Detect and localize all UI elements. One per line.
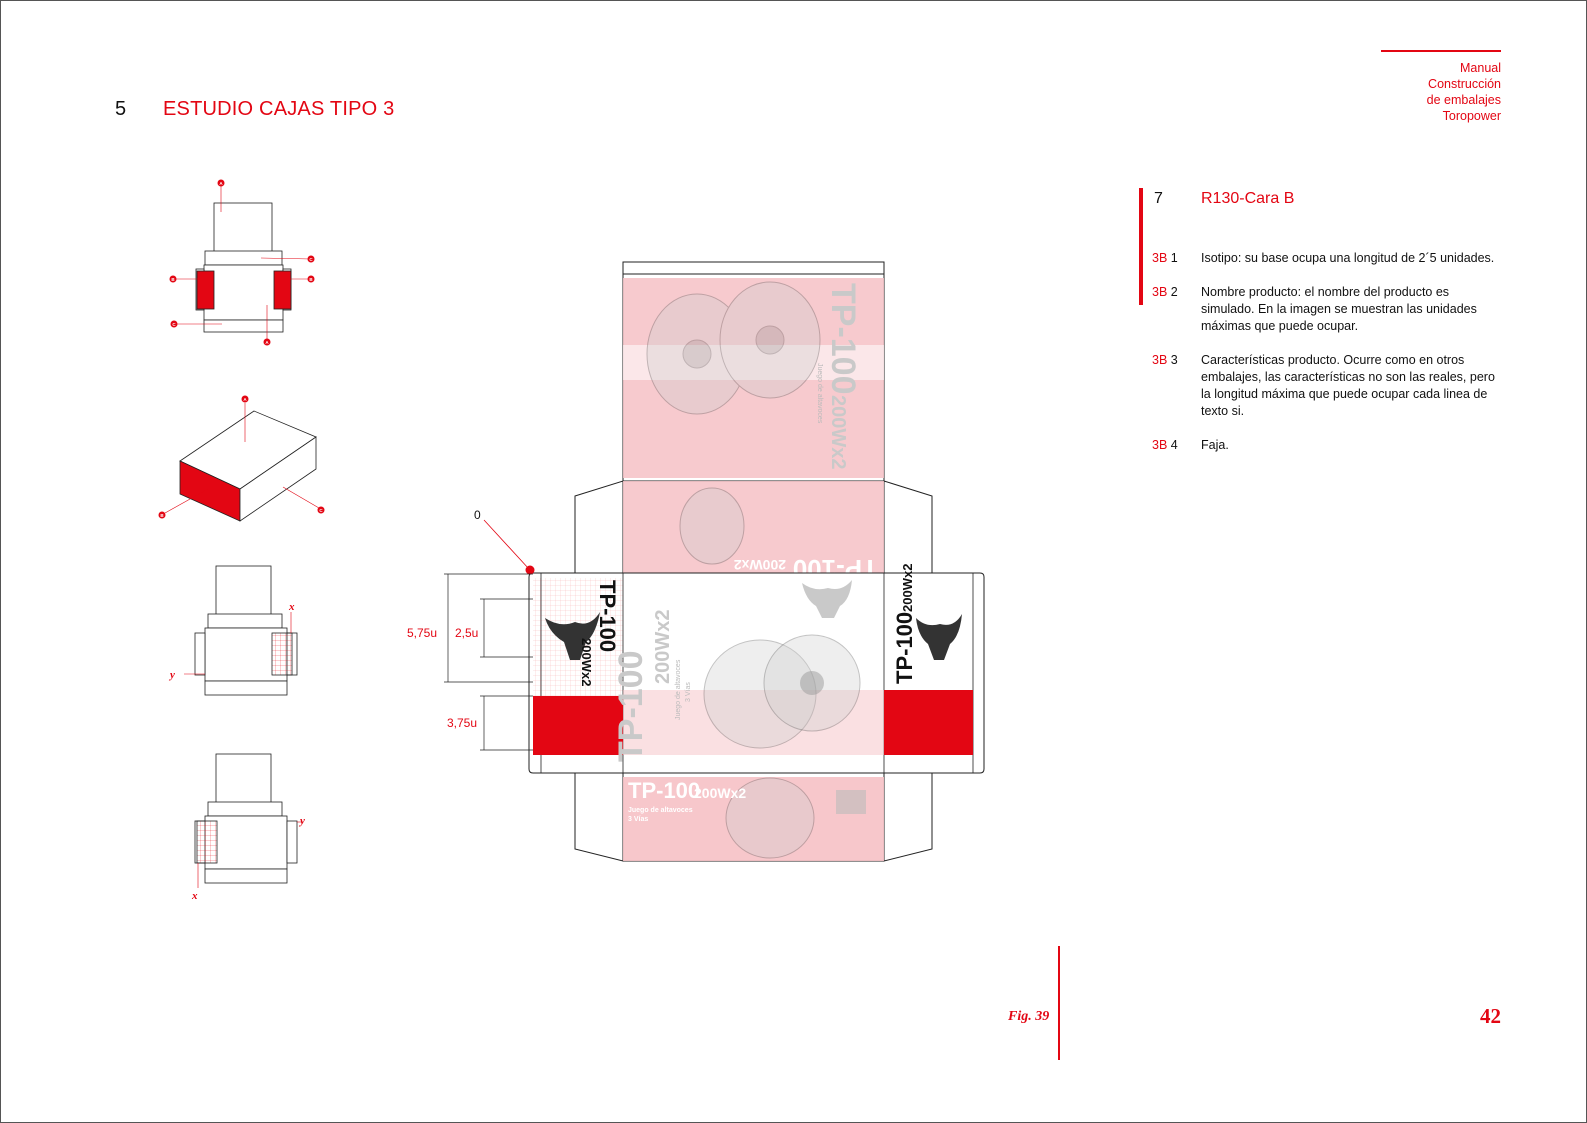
subtitle-bottom: Juego de altavoces	[628, 807, 693, 814]
marker-label: B	[171, 277, 175, 282]
product-name-side: TP-100	[595, 580, 620, 652]
note-item: 3B 3 Características producto. Ocurre co…	[1152, 352, 1502, 420]
note-text: Nombre producto: el nombre del producto …	[1201, 285, 1477, 333]
figure-divider	[1058, 946, 1060, 1060]
note-code: 3B	[1152, 353, 1168, 367]
power-front: 200Wx2	[652, 610, 674, 685]
dimension-band: 3,75u	[447, 716, 477, 730]
subtitle-bottom-2: 3 Vías	[628, 816, 648, 823]
brand-block: Manual Construcción de embalajes Toropow…	[1381, 50, 1501, 124]
marker-label: C	[172, 322, 176, 327]
figure-caption: Fig. 39	[1008, 1009, 1050, 1024]
axis-x-label: x	[191, 890, 198, 902]
power-inverted: 200Wx2	[734, 557, 786, 573]
origin-marker	[525, 565, 535, 575]
origin-label: 0	[474, 508, 481, 522]
main-net: TP-100 200Wx2 Juego de altavoces TP-100 …	[528, 261, 985, 862]
section-number: 5	[115, 98, 127, 120]
power-side: 200Wx2	[579, 638, 594, 686]
axis-y-label: y	[298, 815, 305, 827]
speaker-graphic	[646, 281, 821, 415]
marker-label: C	[309, 257, 313, 262]
brand-line: Manual	[1460, 61, 1501, 75]
thumb-net-xy-left	[194, 753, 298, 884]
subtitle-front: Juego de altavoces	[675, 659, 682, 720]
note-number: 4	[1170, 438, 1178, 452]
thumb-net-markers	[169, 179, 315, 346]
subtitle-ghost: Juego de altavoces	[816, 363, 823, 424]
note-number: 1	[1170, 251, 1178, 265]
note-text: Características producto. Ocurre como en…	[1201, 353, 1495, 418]
dimension-lines	[444, 573, 533, 751]
product-name-right: TP-100	[892, 612, 917, 684]
power-bottom: 200Wx2	[694, 785, 746, 801]
note-code: 3B	[1152, 438, 1168, 452]
power-ghost: 200Wx2	[827, 395, 849, 470]
note-number: 2	[1170, 285, 1178, 299]
page-number: 42	[1480, 1004, 1501, 1028]
accent-bar	[1139, 188, 1143, 305]
thumb-box-callouts	[164, 403, 320, 514]
thumb-box-markers	[158, 395, 325, 519]
brand-line: Construcción	[1428, 77, 1501, 91]
notes-list: 3B 1 Isotipo: su base ocupa una longitud…	[1152, 250, 1502, 471]
item-title: R130-Cara B	[1201, 190, 1295, 207]
marker-label: A	[243, 397, 247, 402]
thumb-box-3d	[179, 410, 317, 522]
section-title: ESTUDIO CAJAS TIPO 3	[163, 98, 395, 120]
band-left	[533, 696, 623, 755]
band-right	[884, 690, 973, 755]
note-number: 3	[1170, 353, 1178, 367]
note-item: 3B 4 Faja.	[1152, 437, 1502, 454]
product-name-ghost: TP-100	[824, 283, 862, 395]
item-number: 7	[1154, 190, 1163, 207]
marker-label: A	[219, 181, 223, 186]
marker-label: C	[319, 508, 323, 513]
bull-logo	[545, 612, 600, 660]
dimension-logo: 2,5u	[455, 626, 478, 640]
thumb-net-xy-right	[194, 565, 298, 696]
marker-label: B	[160, 513, 164, 518]
thumb-net-labeled	[195, 202, 292, 333]
axis-y-label: y	[168, 669, 175, 681]
note-code: 3B	[1152, 285, 1168, 299]
marker-label: A	[265, 340, 269, 345]
power-right: 200Wx2	[900, 564, 915, 612]
subtitle-front-2: 3 Vías	[685, 682, 692, 702]
product-name-bottom: TP-100	[628, 778, 700, 803]
dimension-total: 5,75u	[407, 626, 437, 640]
axis-x-label: x	[288, 601, 295, 613]
note-text: Isotipo: su base ocupa una longitud de 2…	[1201, 251, 1495, 265]
product-name-front: TP-100	[612, 651, 650, 763]
marker-label: B	[309, 277, 313, 282]
note-code: 3B	[1152, 251, 1168, 265]
brand-line: Toropower	[1442, 109, 1501, 123]
note-item: 3B 2 Nombre producto: el nombre del prod…	[1152, 284, 1502, 335]
brand-line: de embalajes	[1426, 93, 1501, 107]
note-text: Faja.	[1201, 438, 1229, 452]
note-item: 3B 1 Isotipo: su base ocupa una longitud…	[1152, 250, 1502, 267]
